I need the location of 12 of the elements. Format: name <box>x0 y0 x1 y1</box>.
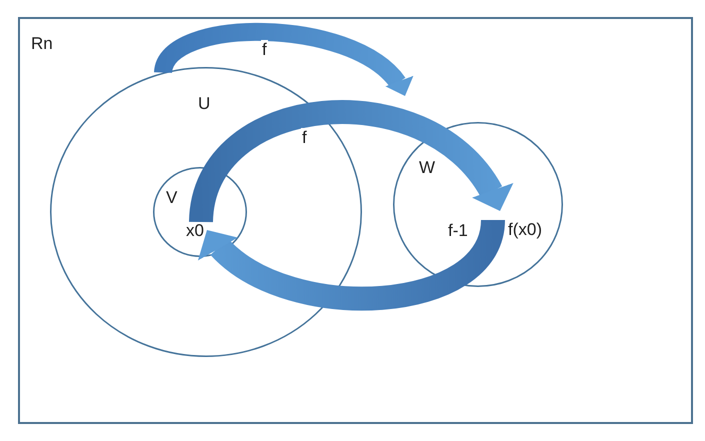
set-circle <box>153 167 247 257</box>
set-label: W <box>419 158 436 178</box>
set-circle <box>50 67 362 357</box>
set-label: V <box>166 188 178 208</box>
mapping-arrow <box>198 218 505 310</box>
space-frame <box>18 17 693 424</box>
point-label: x0 <box>186 221 204 241</box>
point-label: f(x0) <box>508 220 542 240</box>
set-circle <box>393 122 563 287</box>
set-label: U <box>198 94 210 114</box>
mapping-arrow <box>189 100 511 224</box>
set-label: Rn <box>31 34 53 54</box>
